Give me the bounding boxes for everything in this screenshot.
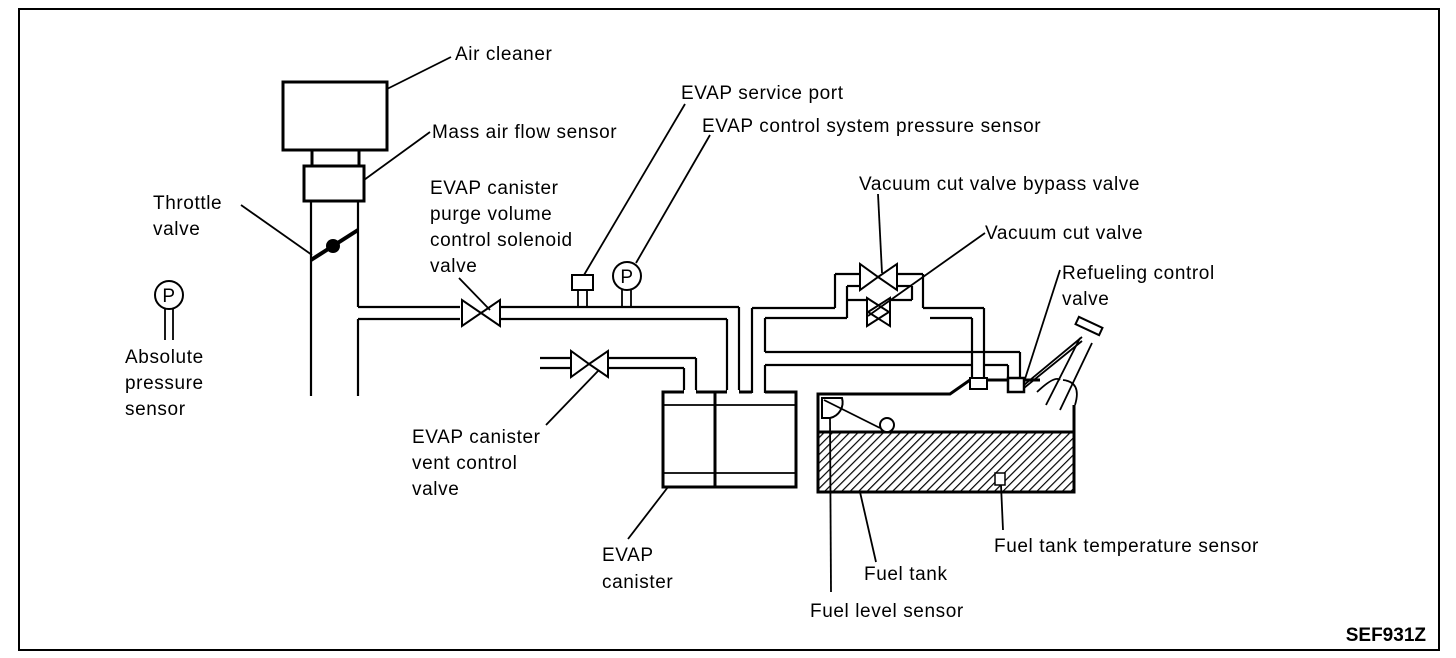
vacuum-cut-valve-bypass-valve — [833, 262, 925, 318]
mass-air-flow-sensor — [302, 164, 366, 203]
label-vent-control-valve: EVAP canister vent control valve — [412, 427, 541, 500]
fuel-level-sensor — [821, 397, 895, 433]
figure-frame — [18, 8, 1440, 651]
svg-text:Throttle: Throttle — [153, 193, 222, 214]
label-fuel-level-sensor: Fuel level sensor — [810, 601, 964, 622]
vent-line — [540, 349, 698, 393]
evap-pressure-sensor: P — [612, 261, 642, 307]
evap-service-port — [571, 274, 594, 307]
label-throttle-valve: Throttle valve — [153, 193, 222, 240]
label-fuel-tank: Fuel tank — [864, 564, 948, 585]
label-fuel-temp-sensor: Fuel tank temperature sensor — [994, 536, 1259, 557]
svg-text:valve: valve — [430, 256, 477, 277]
label-air-cleaner: Air cleaner — [455, 44, 552, 65]
leader-lines — [240, 56, 1061, 593]
svg-text:valve: valve — [1062, 289, 1109, 310]
svg-text:valve: valve — [153, 219, 200, 240]
absolute-pressure-sensor: P — [154, 280, 184, 340]
label-evap-service-port: EVAP service port — [681, 83, 844, 104]
tank-vapor-line — [750, 306, 1022, 393]
refueling-control-valve — [969, 376, 1026, 394]
svg-text:EVAP canister: EVAP canister — [412, 427, 541, 448]
label-mass-air-flow-sensor: Mass air flow sensor — [432, 122, 617, 143]
vacuum-cut-valve — [866, 296, 891, 328]
fuel-tank-temperature-sensor — [994, 472, 1006, 486]
svg-text:vent control: vent control — [412, 453, 517, 474]
svg-text:pressure: pressure — [125, 373, 204, 394]
svg-text:canister: canister — [602, 572, 673, 593]
svg-text:EVAP: EVAP — [602, 545, 654, 566]
purge-line — [500, 305, 741, 393]
label-refueling-control-valve: Refueling control valve — [1062, 263, 1215, 310]
svg-text:sensor: sensor — [125, 399, 186, 420]
label-purge-valve: EVAP canister purge volume control solen… — [430, 178, 573, 277]
label-evap-pressure-sensor: EVAP control system pressure sensor — [702, 116, 1041, 137]
svg-text:valve: valve — [412, 479, 459, 500]
svg-text:Refueling control: Refueling control — [1062, 263, 1215, 284]
label-evap-canister: EVAP canister — [602, 545, 673, 593]
svg-text:purge volume: purge volume — [430, 204, 552, 225]
pressure-symbol: P — [162, 286, 175, 307]
svg-text:EVAP canister: EVAP canister — [430, 178, 559, 199]
air-cleaner — [281, 80, 389, 166]
purge-control-solenoid-valve — [461, 298, 501, 328]
label-bypass-valve: Vacuum cut valve bypass valve — [859, 174, 1140, 195]
svg-text:Absolute: Absolute — [125, 347, 204, 368]
vent-control-valve — [570, 349, 591, 379]
throttle-valve — [309, 228, 360, 262]
label-absolute-pressure-sensor: Absolute pressure sensor — [125, 347, 204, 420]
svg-text:control solenoid: control solenoid — [430, 230, 573, 251]
evap-canister — [661, 390, 798, 489]
figure-code: SEF931Z — [1346, 625, 1427, 646]
filler-neck — [1023, 315, 1104, 411]
fuel-tank — [816, 378, 1076, 494]
label-vacuum-cut-valve: Vacuum cut valve — [985, 223, 1143, 244]
intake-duct — [309, 201, 460, 396]
pressure-symbol: P — [620, 267, 633, 288]
